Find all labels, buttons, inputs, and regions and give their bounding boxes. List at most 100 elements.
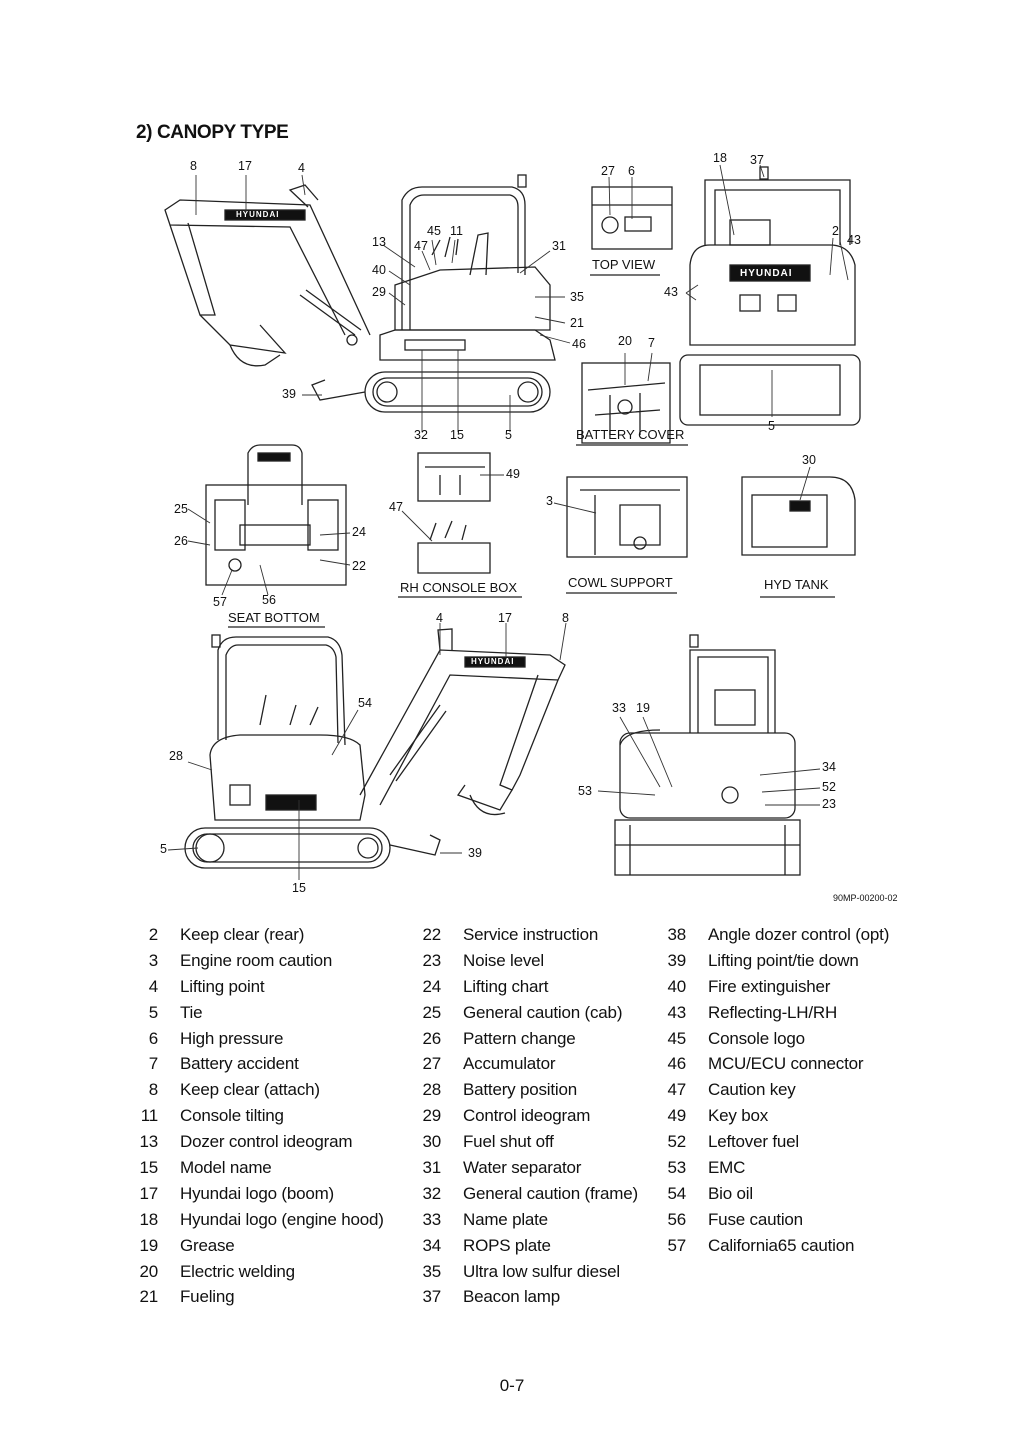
figure-code: 90MP-00200-02 [833, 893, 898, 903]
rh-console-illustration [417, 452, 491, 574]
callout-31: 31 [552, 239, 566, 253]
callout-46: 46 [572, 337, 586, 351]
callout-22: 22 [352, 559, 366, 573]
legend-item-label: Water separator [463, 1158, 582, 1178]
callout-3: 3 [546, 494, 553, 508]
legend-item-label: Console logo [708, 1028, 805, 1048]
legend-item-label: Accumulator [463, 1054, 556, 1074]
front-view-leaders [597, 716, 821, 806]
legend-item-label: Name plate [463, 1209, 548, 1229]
legend-item-number: 53 [667, 1158, 686, 1178]
callout-26: 26 [174, 534, 188, 548]
callout-43-right: 43 [847, 233, 861, 247]
legend-item-label: Lifting chart [463, 976, 549, 996]
callout-11: 11 [450, 224, 463, 238]
figure-labels: 8 17 4 13 45 11 47 40 29 31 35 21 46 39 … [140, 145, 920, 915]
callout-47-side-left: 47 [414, 239, 428, 253]
legend-item-label: Key box [708, 1106, 769, 1126]
legend-item-number: 15 [139, 1158, 158, 1178]
callout-49: 49 [506, 467, 520, 481]
legend-item-label: General caution (cab) [463, 1002, 623, 1022]
battery-cover-leaders [624, 352, 653, 385]
legend-item-label: Electric welding [180, 1261, 295, 1281]
callout-45: 45 [427, 224, 441, 238]
legend-item-number: 54 [667, 1183, 686, 1203]
legend-item-number: 19 [139, 1235, 158, 1255]
caption-seat-bottom: SEAT BOTTOM [228, 610, 320, 625]
callout-8-side-left: 8 [190, 159, 197, 173]
battery-cover-illustration [581, 362, 671, 444]
callout-27: 27 [601, 164, 615, 178]
callout-5-rear: 5 [768, 419, 775, 433]
hyd-tank-illustration [741, 476, 856, 556]
legend-item: 13 Dozer control ideogram [136, 1129, 352, 1155]
side-view-right-leaders [167, 622, 567, 880]
legend-item-label: Noise level [463, 950, 544, 970]
legend-item-label: Keep clear (attach) [180, 1080, 320, 1100]
legend-item: 8 Keep clear (attach) [136, 1077, 320, 1103]
legend-item-label: Pattern change [463, 1028, 576, 1048]
legend-item-number: 27 [422, 1054, 441, 1074]
legend-item-label: Console tilting [180, 1106, 284, 1126]
legend-item-number: 49 [667, 1106, 686, 1126]
legend-item-label: Fire extinguisher [708, 976, 831, 996]
legend-item-number: 46 [667, 1054, 686, 1074]
legend-item-number: 4 [148, 976, 158, 996]
legend-item-number: 13 [139, 1132, 158, 1152]
callout-5-side-right: 5 [160, 842, 167, 856]
legend-item-number: 21 [139, 1287, 158, 1307]
callout-33: 33 [612, 701, 626, 715]
legend-item-label: EMC [708, 1158, 746, 1178]
callout-6: 6 [628, 164, 635, 178]
rear-view-illustration [679, 166, 861, 426]
decal-location-figure: 8 17 4 13 45 11 47 40 29 31 35 21 46 39 … [140, 145, 920, 915]
legend-item-number: 43 [667, 1002, 686, 1022]
legend-item-number: 5 [148, 1002, 158, 1022]
legend-item: 25 General caution (cab) [419, 1000, 622, 1026]
callout-4-side-right: 4 [436, 611, 443, 625]
brand-decal-side-right: HYUNDAI [471, 657, 515, 666]
legend-item-number: 8 [148, 1080, 158, 1100]
callout-23: 23 [822, 797, 836, 811]
side-view-left-leaders [195, 174, 571, 432]
top-view-leaders [608, 176, 633, 219]
legend-item-number: 39 [667, 950, 686, 970]
callout-39-side-left: 39 [282, 387, 296, 401]
legend-item-label: ROPS plate [463, 1235, 551, 1255]
callout-47-console: 47 [389, 500, 403, 514]
callout-40: 40 [372, 263, 386, 277]
legend-item-number: 37 [422, 1287, 441, 1307]
brand-decal-side-left: HYUNDAI [236, 210, 280, 219]
callout-32: 32 [414, 428, 428, 442]
legend-item-label: Keep clear (rear) [180, 925, 305, 944]
callout-30: 30 [802, 453, 816, 467]
legend-item-number: 7 [148, 1054, 158, 1074]
legend-item-number: 20 [139, 1261, 158, 1281]
legend-item-number: 25 [422, 1002, 441, 1022]
legend-item-label: Angle dozer control (opt) [708, 925, 890, 944]
legend-item-label: Bio oil [708, 1183, 753, 1203]
legend-item-number: 22 [422, 925, 441, 944]
callout-43-left: 43 [664, 285, 678, 299]
legend-item-label: Dozer control ideogram [180, 1132, 353, 1152]
